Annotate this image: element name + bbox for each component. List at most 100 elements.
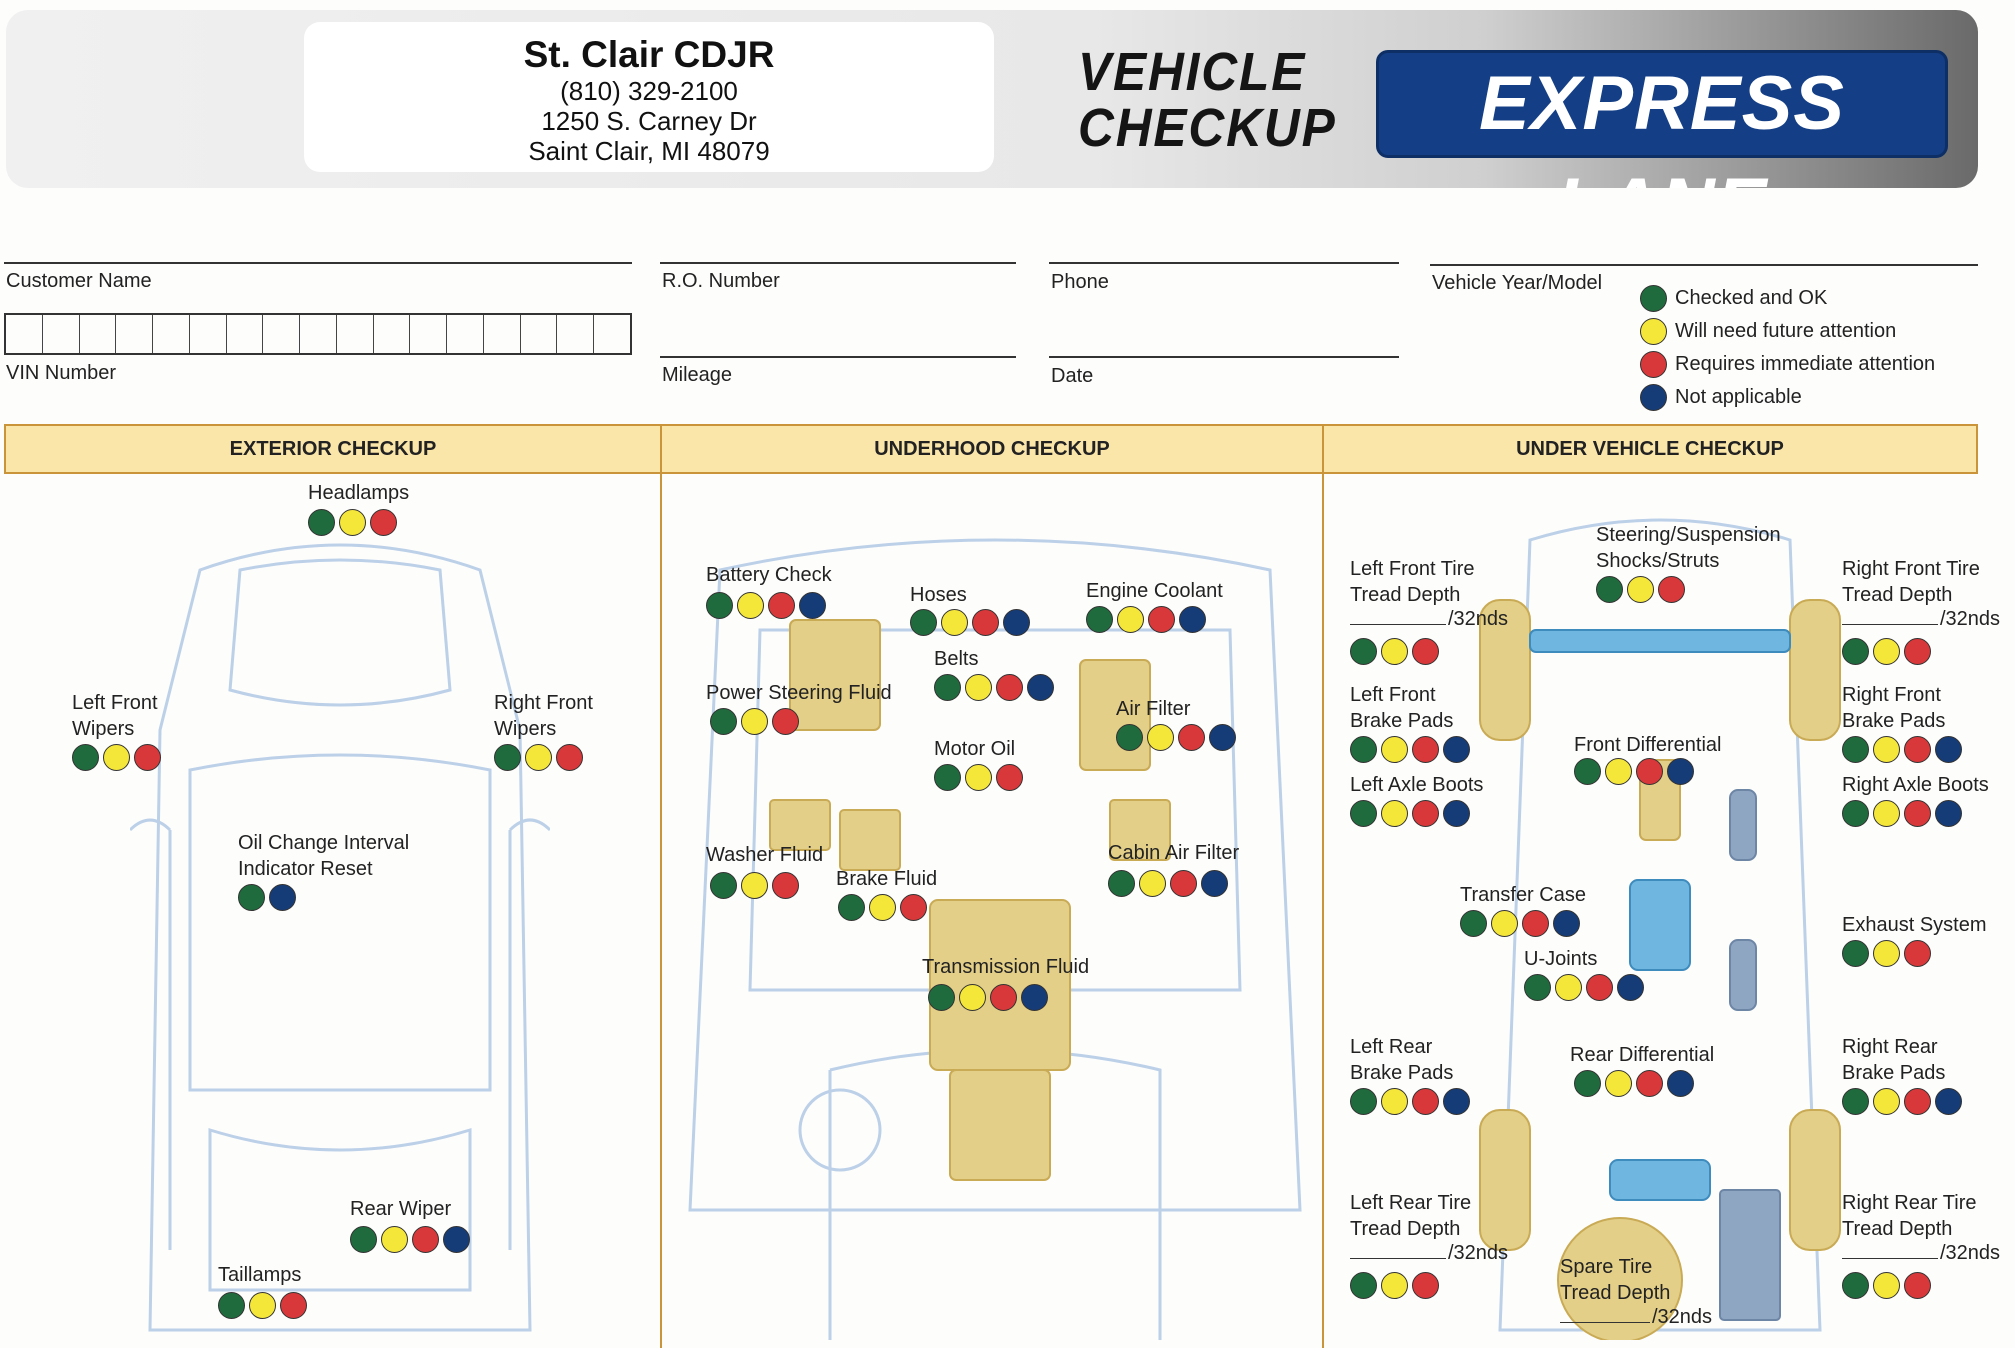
red-dot-icon[interactable] xyxy=(1148,606,1175,633)
yellow-dot-icon[interactable] xyxy=(1605,758,1632,785)
green-dot-icon[interactable] xyxy=(1842,638,1869,665)
transmission-fluid-status[interactable] xyxy=(928,984,1048,1011)
yellow-dot-icon[interactable] xyxy=(1873,736,1900,763)
front-differential-status[interactable] xyxy=(1574,758,1694,785)
red-dot-icon[interactable] xyxy=(996,764,1023,791)
yellow-dot-icon[interactable] xyxy=(869,894,896,921)
red-dot-icon[interactable] xyxy=(1658,576,1685,603)
blue-dot-icon[interactable] xyxy=(1209,724,1236,751)
yellow-dot-icon[interactable] xyxy=(1491,910,1518,937)
green-dot-icon[interactable] xyxy=(1108,870,1135,897)
red-dot-icon[interactable] xyxy=(772,708,799,735)
yellow-dot-icon[interactable] xyxy=(959,984,986,1011)
yellow-dot-icon[interactable] xyxy=(1381,800,1408,827)
yellow-dot-icon[interactable] xyxy=(249,1292,276,1319)
green-dot-icon[interactable] xyxy=(1350,638,1377,665)
blue-dot-icon[interactable] xyxy=(1617,974,1644,1001)
left-front-wipers-status[interactable] xyxy=(72,744,161,771)
yellow-dot-icon[interactable] xyxy=(1139,870,1166,897)
headlamps-status[interactable] xyxy=(308,509,397,536)
red-dot-icon[interactable] xyxy=(1904,736,1931,763)
battery-check-status[interactable] xyxy=(706,592,826,619)
blue-dot-icon[interactable] xyxy=(1021,984,1048,1011)
left-rear-brake-pads-status[interactable] xyxy=(1350,1088,1470,1115)
red-dot-icon[interactable] xyxy=(1636,1070,1663,1097)
green-dot-icon[interactable] xyxy=(238,884,265,911)
blue-dot-icon[interactable] xyxy=(443,1226,470,1253)
u-joints-status[interactable] xyxy=(1524,974,1644,1001)
yellow-dot-icon[interactable] xyxy=(1873,1272,1900,1299)
blue-dot-icon[interactable] xyxy=(1667,1070,1694,1097)
yellow-dot-icon[interactable] xyxy=(1873,800,1900,827)
green-dot-icon[interactable] xyxy=(308,509,335,536)
yellow-dot-icon[interactable] xyxy=(965,674,992,701)
yellow-dot-icon[interactable] xyxy=(1627,576,1654,603)
green-dot-icon[interactable] xyxy=(934,764,961,791)
left-front-brake-pads-status[interactable] xyxy=(1350,736,1470,763)
red-dot-icon[interactable] xyxy=(1412,1088,1439,1115)
red-dot-icon[interactable] xyxy=(1522,910,1549,937)
motor-oil-status[interactable] xyxy=(934,764,1023,791)
left-rear-tire-status[interactable] xyxy=(1350,1272,1439,1299)
red-dot-icon[interactable] xyxy=(412,1226,439,1253)
red-dot-icon[interactable] xyxy=(1412,1272,1439,1299)
blue-dot-icon[interactable] xyxy=(1443,1088,1470,1115)
green-dot-icon[interactable] xyxy=(928,984,955,1011)
green-dot-icon[interactable] xyxy=(710,708,737,735)
left-front-tire-status[interactable] xyxy=(1350,638,1439,665)
blue-dot-icon[interactable] xyxy=(1935,800,1962,827)
green-dot-icon[interactable] xyxy=(1350,1272,1377,1299)
blue-dot-icon[interactable] xyxy=(1667,758,1694,785)
right-front-tire-depth[interactable]: /32nds xyxy=(1842,608,2000,631)
blue-dot-icon[interactable] xyxy=(1935,736,1962,763)
red-dot-icon[interactable] xyxy=(1904,1272,1931,1299)
red-dot-icon[interactable] xyxy=(1178,724,1205,751)
green-dot-icon[interactable] xyxy=(1842,1088,1869,1115)
steering-suspension-status[interactable] xyxy=(1596,576,1685,603)
green-dot-icon[interactable] xyxy=(1524,974,1551,1001)
taillamps-status[interactable] xyxy=(218,1292,307,1319)
blue-dot-icon[interactable] xyxy=(1179,606,1206,633)
hoses-status[interactable] xyxy=(910,609,1030,636)
brake-fluid-status[interactable] xyxy=(838,894,927,921)
red-dot-icon[interactable] xyxy=(990,984,1017,1011)
yellow-dot-icon[interactable] xyxy=(1605,1070,1632,1097)
yellow-dot-icon[interactable] xyxy=(965,764,992,791)
red-dot-icon[interactable] xyxy=(1904,800,1931,827)
yellow-dot-icon[interactable] xyxy=(1873,638,1900,665)
yellow-dot-icon[interactable] xyxy=(1381,736,1408,763)
yellow-dot-icon[interactable] xyxy=(525,744,552,771)
red-dot-icon[interactable] xyxy=(556,744,583,771)
red-dot-icon[interactable] xyxy=(900,894,927,921)
red-dot-icon[interactable] xyxy=(1412,800,1439,827)
green-dot-icon[interactable] xyxy=(1350,736,1377,763)
green-dot-icon[interactable] xyxy=(706,592,733,619)
blue-dot-icon[interactable] xyxy=(799,592,826,619)
left-rear-tire-depth[interactable]: /32nds xyxy=(1350,1242,1508,1265)
green-dot-icon[interactable] xyxy=(1842,1272,1869,1299)
green-dot-icon[interactable] xyxy=(1116,724,1143,751)
belts-status[interactable] xyxy=(934,674,1054,701)
washer-fluid-status[interactable] xyxy=(710,872,799,899)
red-dot-icon[interactable] xyxy=(772,872,799,899)
transfer-case-status[interactable] xyxy=(1460,910,1580,937)
right-rear-tire-status[interactable] xyxy=(1842,1272,1931,1299)
rear-wiper-status[interactable] xyxy=(350,1226,470,1253)
green-dot-icon[interactable] xyxy=(1350,800,1377,827)
blue-dot-icon[interactable] xyxy=(1443,736,1470,763)
phone-line[interactable] xyxy=(1049,262,1399,264)
yellow-dot-icon[interactable] xyxy=(339,509,366,536)
yellow-dot-icon[interactable] xyxy=(1873,940,1900,967)
red-dot-icon[interactable] xyxy=(768,592,795,619)
engine-coolant-status[interactable] xyxy=(1086,606,1206,633)
exhaust-system-status[interactable] xyxy=(1842,940,1931,967)
green-dot-icon[interactable] xyxy=(72,744,99,771)
ro-number-line[interactable] xyxy=(660,262,1016,264)
yellow-dot-icon[interactable] xyxy=(1147,724,1174,751)
blue-dot-icon[interactable] xyxy=(1443,800,1470,827)
yellow-dot-icon[interactable] xyxy=(1555,974,1582,1001)
red-dot-icon[interactable] xyxy=(972,609,999,636)
red-dot-icon[interactable] xyxy=(1412,736,1439,763)
right-front-tire-status[interactable] xyxy=(1842,638,1931,665)
yellow-dot-icon[interactable] xyxy=(103,744,130,771)
